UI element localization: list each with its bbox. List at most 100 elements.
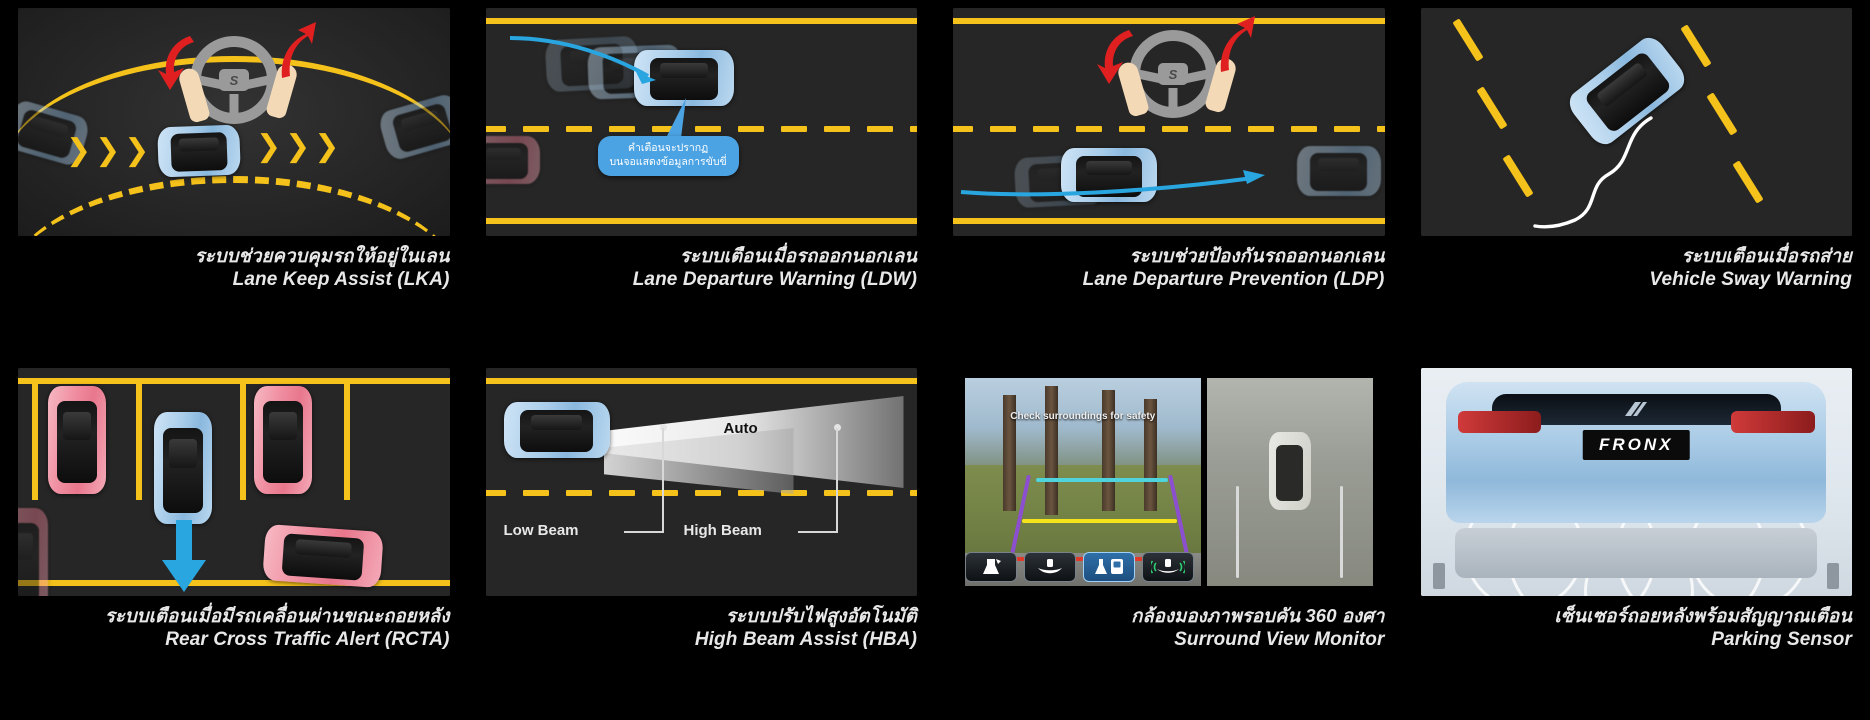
car-target-right bbox=[1296, 146, 1381, 196]
cross-traffic-car-left bbox=[18, 508, 48, 596]
caption-parking-sensor: เซ็นเซอร์ถอยหลังพร้อมสัญญาณเตือน Parking… bbox=[1421, 604, 1853, 652]
high-beam-marker-dot bbox=[833, 424, 841, 431]
caption-en: Surround View Monitor bbox=[1174, 628, 1385, 650]
lane-line-dashed-mid bbox=[485, 490, 917, 496]
caption-en: High Beam Assist (HBA) bbox=[694, 628, 917, 650]
lane-line-bottom bbox=[485, 218, 917, 224]
panel-lka: ❯❯❯ ❯❯❯ S ระบบช่วยควบคุมรถให้อยู่ในเลน L… bbox=[0, 0, 468, 360]
turn-arrow-right-icon bbox=[1220, 16, 1255, 72]
illustration-rcta bbox=[18, 368, 450, 596]
bay-divider-3 bbox=[240, 378, 246, 500]
top-guideline-left bbox=[1236, 486, 1240, 578]
rear-bumper bbox=[1455, 527, 1818, 578]
lane-line-top bbox=[953, 18, 1385, 24]
illustration-hba: Auto Low Beam High Beam bbox=[485, 368, 917, 596]
caption-lka: ระบบช่วยควบคุมรถให้อยู่ในเลน Lane Keep A… bbox=[18, 244, 450, 292]
caption-en: Rear Cross Traffic Alert (RCTA) bbox=[165, 628, 450, 650]
panel-hba: Auto Low Beam High Beam ระบบปรับไฟสูงอัต… bbox=[468, 360, 936, 720]
model-badge: FRONX bbox=[1583, 429, 1690, 460]
illustration-svm: Check surroundings for safety bbox=[953, 368, 1385, 596]
low-beam-marker-dot bbox=[659, 424, 667, 431]
drift-arrow-icon bbox=[509, 36, 656, 84]
high-beam-leader-horizontal bbox=[797, 531, 838, 533]
ego-car bbox=[157, 124, 241, 178]
guideline-yellow bbox=[1021, 519, 1178, 524]
sway-trace-icon bbox=[1532, 116, 1653, 229]
bubble-line-1: คำเตือนจะปรากฏ bbox=[627, 142, 709, 154]
caption-th: เซ็นเซอร์ถอยหลังพร้อมสัญญาณเตือน bbox=[1554, 605, 1852, 626]
caption-rcta: ระบบเตือนเมื่อมีรถเคลื่อนผ่านขณะถอยหลัง … bbox=[18, 604, 450, 652]
guideline-cyan bbox=[1035, 477, 1168, 482]
view-button-wide-rear-view[interactable] bbox=[1024, 552, 1076, 582]
suzuki-logo: S bbox=[219, 69, 249, 91]
suzuki-emblem-icon bbox=[1625, 402, 1648, 417]
caption-en: Parking Sensor bbox=[1711, 628, 1852, 650]
cross-traffic-car-right bbox=[262, 523, 384, 589]
caption-en: Vehicle Sway Warning bbox=[1649, 268, 1852, 290]
lane-line-dashed-mid bbox=[485, 126, 917, 132]
bay-head-dashes bbox=[44, 378, 414, 384]
parked-car-1 bbox=[48, 386, 106, 494]
chevrons-right: ❯❯❯ bbox=[256, 129, 340, 164]
view-button-split-side-view[interactable] bbox=[1083, 552, 1135, 582]
chevrons-left: ❯❯❯ bbox=[66, 133, 150, 168]
bay-divider-4 bbox=[344, 378, 350, 500]
top-down-view[interactable] bbox=[1206, 378, 1373, 586]
caption-en: Lane Keep Assist (LKA) bbox=[232, 268, 450, 290]
bubble-line-2: บนจอแสดงข้อมูลการขับขี่ bbox=[609, 156, 727, 169]
caption-ldw: ระบบเตือนเมื่อรถออกนอกเลน Lane Departure… bbox=[486, 244, 918, 292]
caption-th: ระบบช่วยควบคุมรถให้อยู่ในเลน bbox=[194, 245, 450, 266]
panel-rcta: ระบบเตือนเมื่อมีรถเคลื่อนผ่านขณะถอยหลัง … bbox=[0, 360, 468, 720]
correction-arrow-icon bbox=[960, 170, 1265, 197]
turn-arrow-left-icon bbox=[1097, 30, 1133, 84]
lane-line-dashed-bottom bbox=[18, 176, 450, 236]
caption-en: Lane Departure Prevention (LDP) bbox=[1082, 268, 1385, 290]
panel-vehicle-sway-warning: ระบบเตือนเมื่อรถส่าย Vehicle Sway Warnin… bbox=[1403, 0, 1870, 360]
caption-th: ระบบเตือนเมื่อรถส่าย bbox=[1681, 245, 1852, 266]
caption-vsw: ระบบเตือนเมื่อรถส่าย Vehicle Sway Warnin… bbox=[1421, 244, 1853, 292]
reflector-right bbox=[1827, 563, 1840, 590]
reverse-arrow-icon bbox=[162, 520, 206, 592]
safety-overlay-text: Check surroundings for safety bbox=[1010, 411, 1156, 423]
reflector-left bbox=[1433, 563, 1446, 590]
tail-light-right bbox=[1731, 411, 1815, 434]
label-high-beam: High Beam bbox=[683, 522, 762, 539]
view-button-rear-view[interactable] bbox=[965, 552, 1017, 582]
rear-camera-view[interactable]: Check surroundings for safety bbox=[965, 378, 1201, 586]
tree-trunk-3 bbox=[1101, 390, 1115, 512]
label-auto: Auto bbox=[723, 420, 758, 437]
low-beam-leader-vertical bbox=[661, 428, 664, 532]
label-low-beam: Low Beam bbox=[503, 522, 579, 539]
panel-ldp: S ระบบช่วยป้องกันรถออกนอกเลน Lane Depart… bbox=[935, 0, 1403, 360]
lane-line-top bbox=[485, 378, 917, 384]
suzuki-logo: S bbox=[1158, 63, 1188, 85]
vehicle-rear: FRONX bbox=[1446, 381, 1827, 524]
high-beam-leader-vertical bbox=[835, 428, 838, 532]
caption-th: ระบบช่วยป้องกันรถออกนอกเลน bbox=[1129, 245, 1385, 266]
illustration-ldw: คำเตือนจะปรากฏ บนจอแสดงข้อมูลการขับขี่ bbox=[485, 8, 917, 236]
low-beam-leader-horizontal bbox=[623, 531, 664, 533]
tree-trunk-4 bbox=[1144, 398, 1158, 512]
warning-bubble: คำเตือนจะปรากฏ บนจอแสดงข้อมูลการขับขี่ bbox=[597, 136, 739, 177]
illustration-ldp: S bbox=[953, 8, 1385, 236]
view-mode-buttons bbox=[965, 552, 1194, 582]
ego-car bbox=[503, 402, 610, 458]
panel-ldw: คำเตือนจะปรากฏ บนจอแสดงข้อมูลการขับขี่ ร… bbox=[468, 0, 936, 360]
view-button-sensor-view[interactable] bbox=[1142, 552, 1194, 582]
adjacent-car-left bbox=[485, 136, 540, 184]
illustration-vsw bbox=[1420, 8, 1852, 236]
top-guideline-right bbox=[1339, 486, 1343, 578]
ego-car-reversing bbox=[154, 412, 212, 524]
turn-arrow-right-icon bbox=[281, 22, 316, 78]
tree-trunk-2 bbox=[1045, 386, 1059, 516]
illustration-parking-sensor: FRONX bbox=[1420, 368, 1852, 596]
bay-divider-1 bbox=[32, 378, 38, 500]
caption-th: ระบบเตือนเมื่อมีรถเคลื่อนผ่านขณะถอยหลัง bbox=[104, 605, 450, 626]
lane-line-dashed-mid bbox=[953, 126, 1385, 132]
tree-trunk-1 bbox=[1002, 394, 1016, 512]
parked-car-2 bbox=[254, 386, 312, 494]
panel-parking-sensor: FRONX เซ็นเซอร์ถอยหลังพร้อมสัญญาณเตือน P… bbox=[1403, 360, 1870, 720]
ego-car-drifting bbox=[633, 50, 734, 106]
caption-th: ระบบเตือนเมื่อรถออกนอกเลน bbox=[679, 245, 917, 266]
